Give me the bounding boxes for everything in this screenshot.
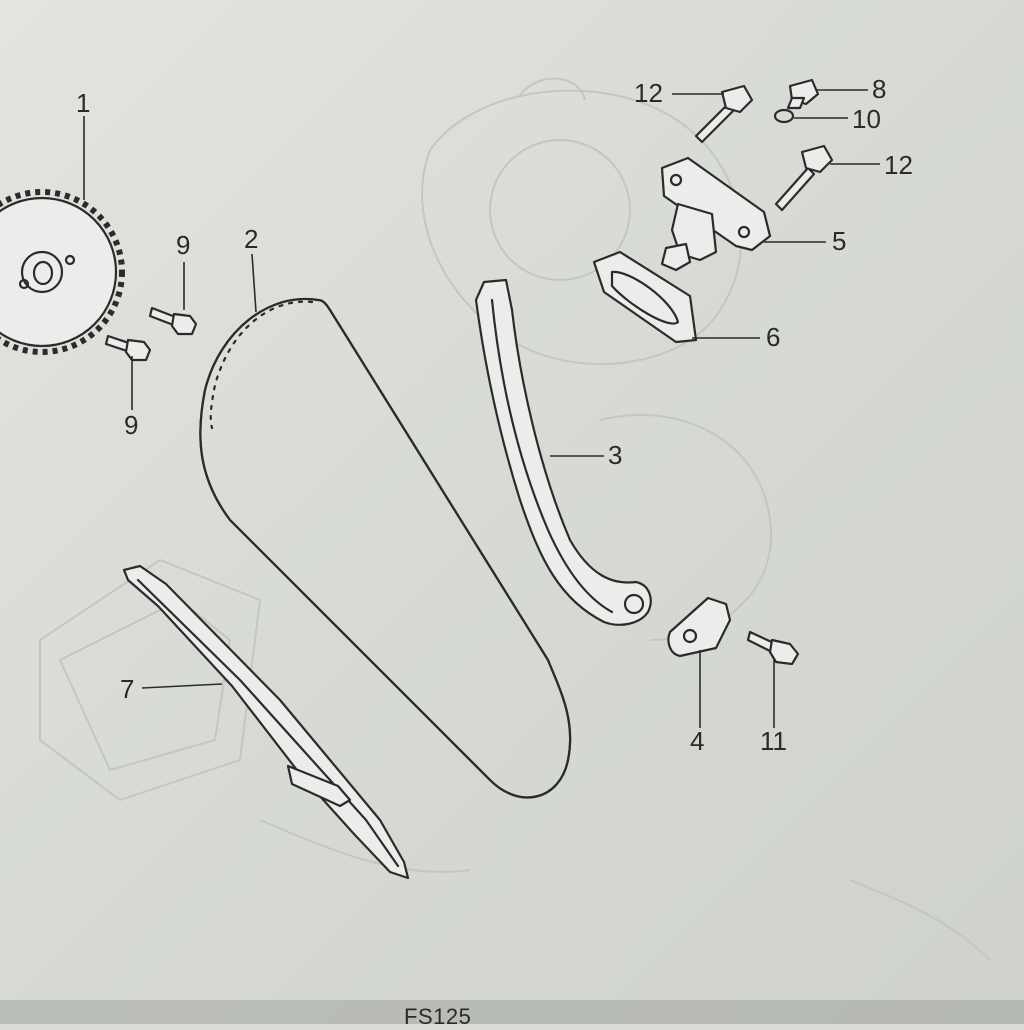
callout-12-top: 12 <box>634 78 663 108</box>
callout-numbers: 1 2 3 4 5 6 7 8 9 9 10 11 12 12 <box>76 74 913 756</box>
callout-12-right: 12 <box>884 150 913 180</box>
part-2-cam-chain[interactable] <box>199 297 572 799</box>
part-1-cam-sprocket[interactable] <box>0 189 125 355</box>
callout-9-lower: 9 <box>124 410 138 440</box>
background-engine-ghost <box>39 77 991 961</box>
part-10-spring-washer[interactable] <box>773 108 795 124</box>
part-4-pivot-bracket[interactable] <box>667 596 732 658</box>
part-12-bolt-right[interactable] <box>774 144 834 212</box>
part-8-small-bolt[interactable] <box>786 78 820 110</box>
callout-6: 6 <box>766 322 780 352</box>
part-3-tensioner-arm[interactable] <box>474 278 652 626</box>
callout-5: 5 <box>832 226 846 256</box>
part-5-tensioner-lifter[interactable] <box>660 156 772 272</box>
part-6-gasket[interactable] <box>592 250 698 344</box>
callout-8: 8 <box>872 74 886 104</box>
part-9-bolt-upper[interactable] <box>148 306 198 336</box>
callout-9-upper: 9 <box>176 230 190 260</box>
callout-7: 7 <box>120 674 134 704</box>
part-11-bolt[interactable] <box>746 630 800 666</box>
callout-4: 4 <box>690 726 704 756</box>
part-9-bolt-lower[interactable] <box>104 334 152 362</box>
leader-lines <box>83 89 880 728</box>
part-12-bolt-top[interactable] <box>694 84 754 144</box>
callout-10: 10 <box>852 104 881 134</box>
page-bottom-edge <box>0 1000 1024 1024</box>
callout-2: 2 <box>244 224 258 254</box>
part-7-chain-guide[interactable] <box>122 564 410 880</box>
model-footer-label: FS125 <box>404 1004 472 1029</box>
callout-11: 11 <box>760 726 787 756</box>
callout-1: 1 <box>76 88 90 118</box>
callout-3: 3 <box>608 440 622 470</box>
